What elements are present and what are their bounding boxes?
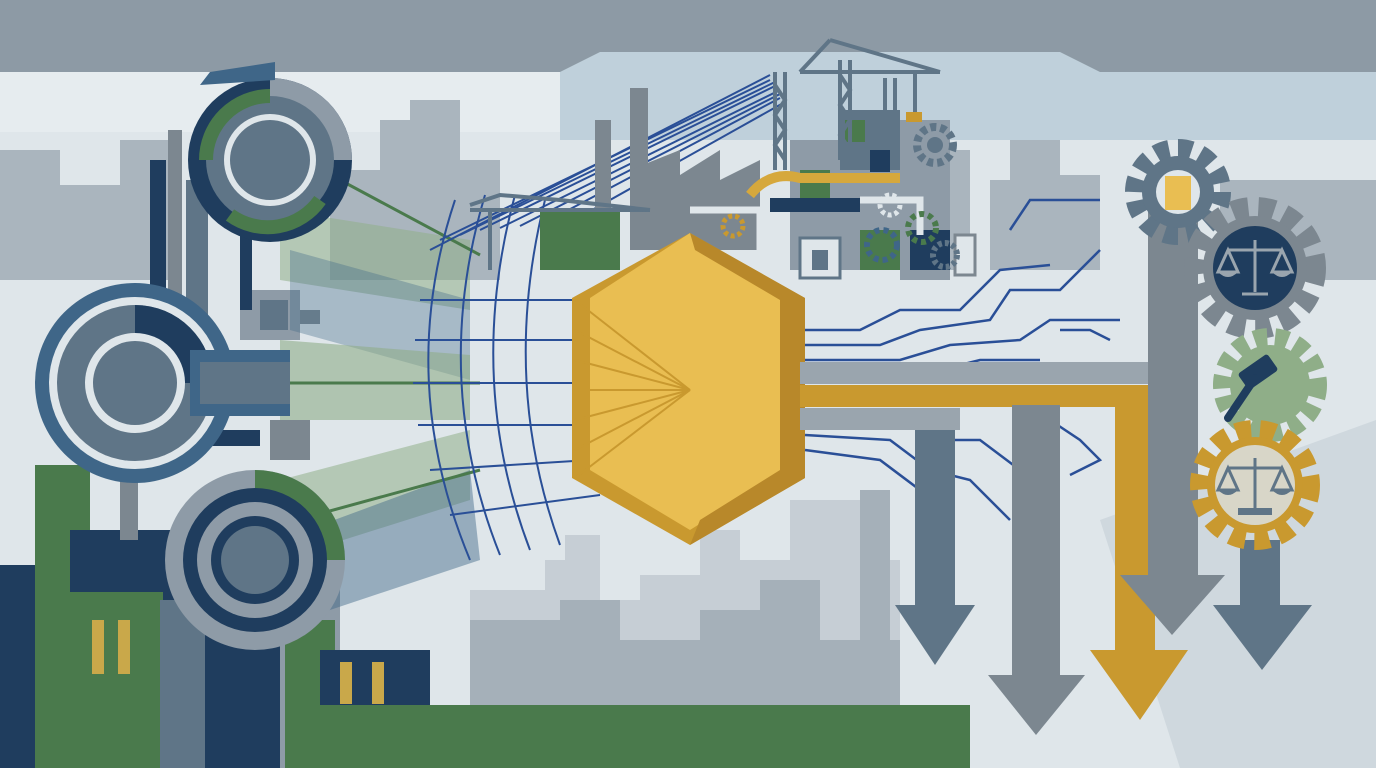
gavel-icon — [1224, 354, 1278, 422]
dial-middle — [35, 283, 290, 483]
gold-hexagon-core — [572, 233, 805, 545]
building-window — [372, 662, 384, 704]
dial-top — [188, 62, 352, 242]
lower-city-skyline-dark — [470, 490, 900, 710]
foreground-buildings — [0, 465, 970, 768]
building-window — [340, 662, 352, 704]
down-arrow — [1213, 540, 1312, 670]
gear-icon — [720, 123, 960, 270]
down-arrow — [988, 405, 1085, 735]
factory-complex — [540, 88, 977, 280]
scales-of-justice-icon — [1213, 226, 1297, 310]
construction-crane-icon — [469, 38, 941, 270]
dial-bottom — [165, 470, 345, 650]
building-window — [118, 620, 130, 674]
gear-icon — [1125, 139, 1231, 245]
left-circuit-frame — [120, 130, 320, 540]
crane-hook — [906, 112, 922, 122]
building-window — [92, 620, 104, 674]
sky-cloud-band — [560, 52, 1376, 140]
scales-of-justice-icon — [1215, 445, 1295, 525]
output-pipes — [800, 362, 1150, 430]
down-arrow — [895, 430, 975, 665]
